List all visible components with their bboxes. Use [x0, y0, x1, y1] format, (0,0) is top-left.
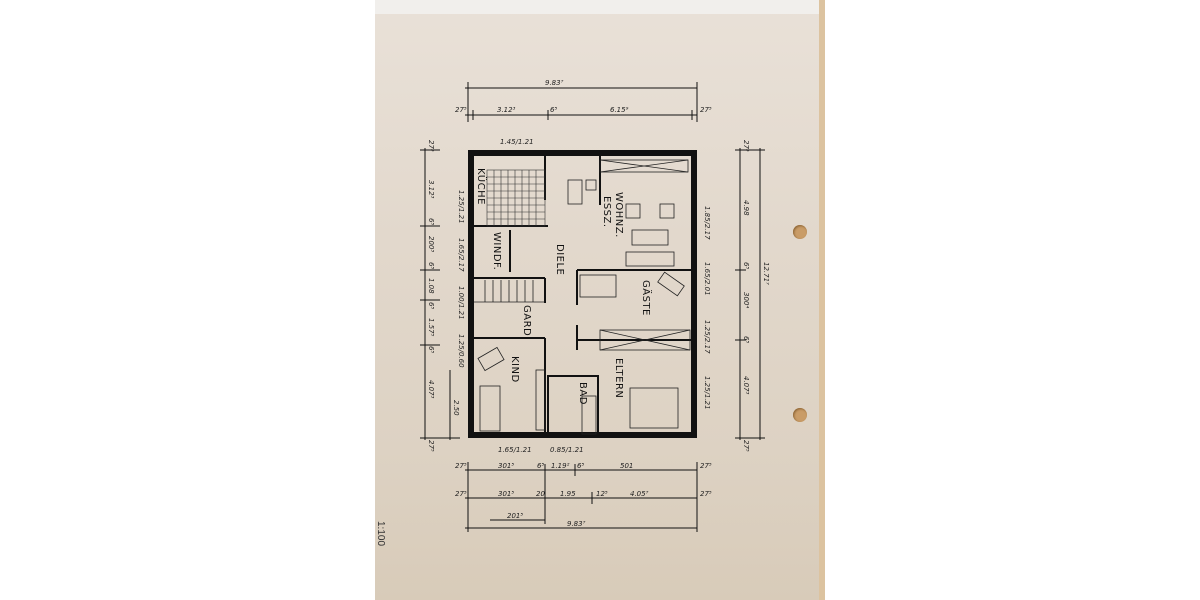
room-label-child: KIND — [509, 356, 520, 383]
dim-label: 27⁵ — [455, 462, 467, 470]
opening-dim: 1.25/1.21 — [703, 376, 711, 410]
dim-top-total: 9.83⁷ — [545, 79, 564, 87]
dim-label: 6⁵ — [577, 462, 584, 470]
dim-label: 6⁵ — [427, 262, 435, 269]
dim-label: 501 — [620, 462, 633, 470]
furniture — [477, 159, 691, 435]
opening-dim: 1.25/1.21 — [457, 190, 465, 224]
dim-label: 4.98 — [742, 200, 750, 216]
dim-right-total: 12.71⁷ — [762, 262, 770, 285]
dim-label: 1.57⁵ — [427, 318, 435, 337]
room-label-dining: ESSZ. — [601, 196, 612, 228]
dim-label: 27⁵ — [427, 440, 435, 452]
opening-dim: 1.85/2.17 — [703, 206, 711, 240]
opening-dim: 1.25/2.17 — [703, 320, 711, 354]
dim-label: 301⁵ — [498, 462, 514, 470]
dim-label: 6⁵ — [537, 462, 544, 470]
dim-label: 27⁵ — [742, 140, 750, 152]
dim-label: 3.12³ — [497, 106, 516, 114]
kitchen-tiles — [486, 169, 546, 227]
dim-label: 201⁵ — [507, 512, 523, 520]
dim-label: 6⁵ — [427, 302, 435, 309]
room-label-living: WOHNZ. — [613, 192, 624, 238]
opening-dim: 1.00/1.21 — [457, 286, 465, 320]
dim-bottom-total: 9.83⁷ — [567, 520, 586, 528]
dim-label: 1.95 — [560, 490, 576, 498]
dim-label: 4.05⁷ — [630, 490, 649, 498]
dim-label: 6⁵ — [550, 106, 557, 114]
opening-dim: 1.45/1.21 — [500, 138, 534, 146]
opening-dim: 0.85/1.21 — [550, 446, 584, 454]
opening-dim: 1.65/1.21 — [498, 446, 532, 454]
dim-label: 27⁵ — [427, 140, 435, 152]
dim-label: 1.19² — [551, 462, 570, 470]
room-label-bath: BAD — [577, 382, 588, 405]
room-label-windfang: WINDF. — [491, 232, 502, 270]
staircase — [474, 280, 545, 303]
dim-label: 301⁵ — [498, 490, 514, 498]
dim-label: 4.07³ — [427, 380, 435, 399]
opening-dim: 1.65/2.01 — [703, 262, 711, 296]
dim-label: 6⁵ — [427, 346, 435, 353]
dim-label: 27⁵ — [700, 106, 712, 114]
dim-label: 1.08 — [427, 278, 435, 294]
dim-label: 6.15⁹ — [610, 106, 629, 114]
floor-plan-photo — [375, 0, 825, 600]
dim-label: 200³ — [427, 236, 435, 252]
dim-label: 3.12³ — [427, 180, 435, 199]
room-label-hall: DIELE — [554, 244, 565, 275]
room-label-kitchen: KÜCHE — [475, 168, 488, 205]
punch-hole — [793, 408, 807, 422]
room-label-parents: ELTERN — [613, 358, 624, 398]
dim-label: 12⁵ — [596, 490, 608, 498]
dim-label: 4.07³ — [742, 376, 750, 395]
dim-label: 27⁵ — [742, 440, 750, 452]
dim-label: 300⁴ — [742, 292, 750, 308]
dim-label: 6⁵ — [427, 218, 435, 225]
dim-label: 6⁵ — [742, 262, 750, 269]
dim-label: 27⁵ — [455, 490, 467, 498]
opening-dim: 1.25/0.60 — [457, 334, 465, 368]
opening-dim: 1.65/2.17 — [457, 238, 465, 272]
dimension-labels: 9.83⁷ 27⁵ 3.12³ 6⁵ 6.15⁹ 27⁵ 27⁵ 301⁵ 6⁵… — [427, 79, 770, 528]
dim-label: 2.50 — [452, 400, 460, 416]
punch-hole — [793, 225, 807, 239]
dim-label: 27⁵ — [700, 462, 712, 470]
dim-label: 6⁵ — [742, 336, 750, 343]
room-label-wardrobe: GARD — [521, 305, 532, 336]
dim-label: 27⁵ — [700, 490, 712, 498]
dim-label: 20 — [536, 490, 545, 498]
room-label-guest: GÄSTE — [640, 280, 653, 316]
dim-label: 27⁵ — [455, 106, 467, 114]
